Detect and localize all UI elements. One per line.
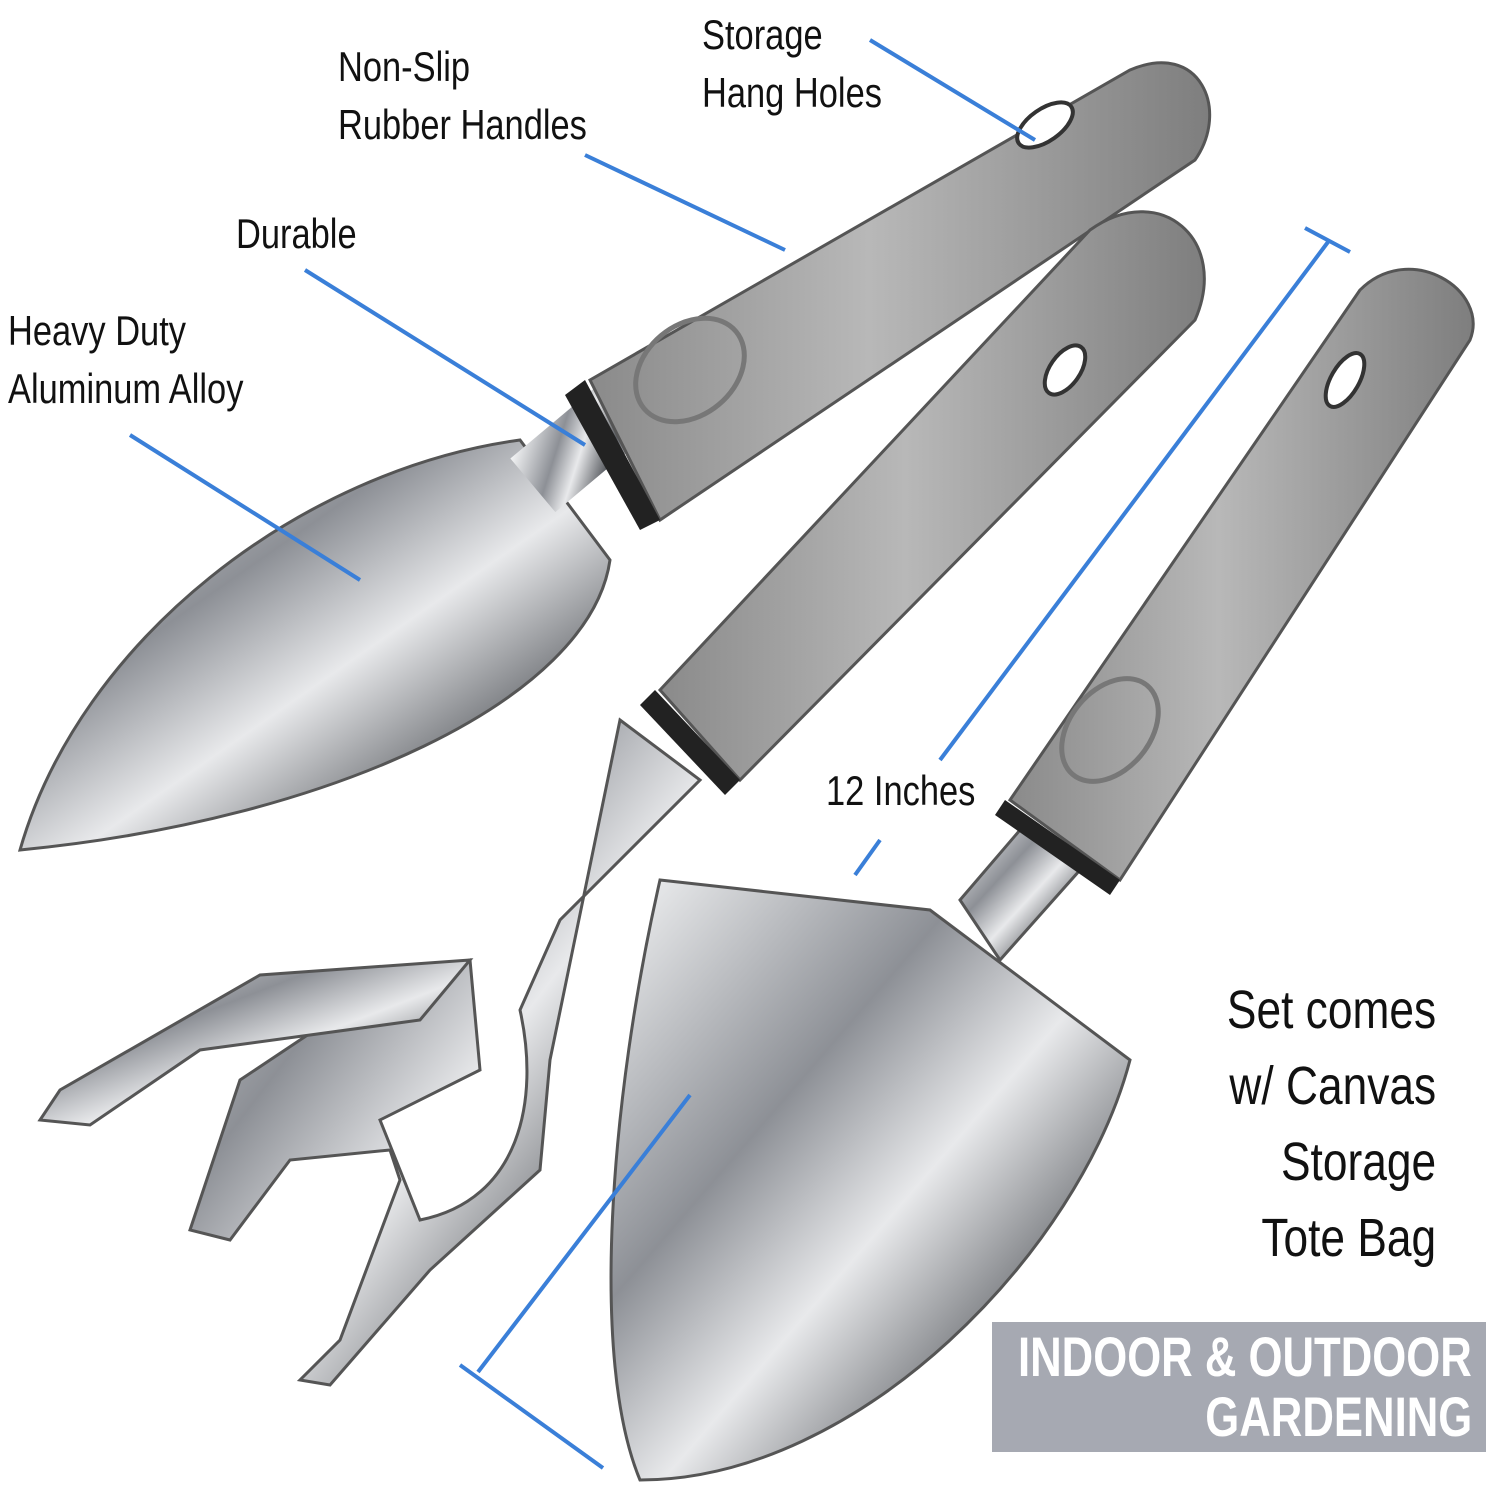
- cultivator-rake: [37, 210, 1206, 1387]
- callout-text: Storage: [702, 11, 823, 58]
- tote-note-line: Storage: [1280, 1132, 1436, 1192]
- callout-line-aluminum: [128, 433, 362, 582]
- callout-line-hang-holes: [868, 38, 1037, 142]
- callout-text: Non-Slip: [338, 43, 471, 90]
- callout-non-slip: Non-Slip Rubber Handles: [338, 38, 587, 154]
- callout-text: Rubber Handles: [338, 101, 587, 148]
- length-dimension-line: [458, 226, 1351, 1470]
- callout-line-non-slip: [584, 153, 786, 252]
- tote-note-line: Set comes: [1226, 980, 1436, 1040]
- badge-line: INDOOR & OUTDOOR: [1018, 1325, 1472, 1388]
- hand-trowel: [609, 267, 1475, 1482]
- tote-note: Set comes w/ Canvas Storage Tote Bag: [1227, 972, 1436, 1276]
- callout-length: 12 Inches: [826, 767, 976, 814]
- callout-text: Aluminum Alloy: [8, 365, 244, 412]
- usage-badge: INDOOR & OUTDOOR GARDENING: [992, 1322, 1486, 1452]
- tote-note-line: w/ Canvas: [1229, 1056, 1436, 1116]
- callout-aluminum: Heavy Duty Aluminum Alloy: [8, 302, 243, 418]
- callout-text: Heavy Duty: [8, 307, 187, 354]
- callout-durable: Durable: [236, 210, 357, 257]
- callout-text: Hang Holes: [702, 69, 882, 116]
- tote-note-line: Tote Bag: [1261, 1208, 1436, 1268]
- callout-hang-holes: Storage Hang Holes: [702, 6, 882, 122]
- callout-line-durable: [303, 268, 587, 447]
- badge-line: GARDENING: [1205, 1385, 1472, 1448]
- transplanter-trowel: [17, 61, 1212, 852]
